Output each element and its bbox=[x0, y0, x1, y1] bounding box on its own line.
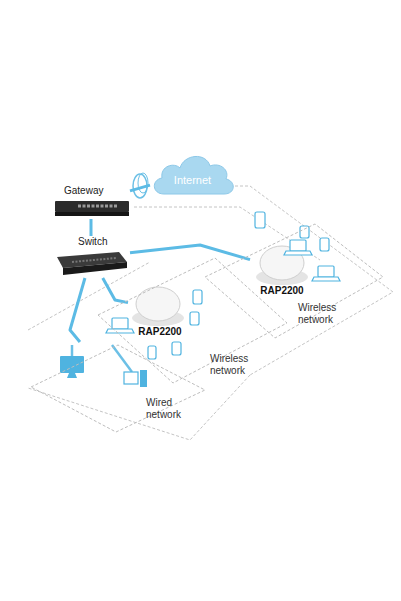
network-cable bbox=[130, 245, 250, 260]
dashed-guide bbox=[220, 186, 393, 375]
dashed-zone bbox=[98, 258, 287, 383]
gateway-ports bbox=[78, 205, 118, 208]
laptop-base bbox=[312, 277, 340, 281]
laptop-base bbox=[284, 251, 312, 255]
dashed-zone bbox=[205, 224, 383, 338]
text-holder: Switch bbox=[78, 236, 128, 248]
node-label: RAP2200 bbox=[128, 326, 192, 338]
wired-zone: Wired network bbox=[28, 342, 208, 434]
network-cable bbox=[90, 219, 93, 236]
dashed-zone bbox=[31, 345, 205, 432]
pc-tower bbox=[140, 370, 147, 387]
tablet-icon bbox=[172, 342, 181, 355]
wire bbox=[71, 345, 74, 356]
zone-outline bbox=[200, 222, 385, 340]
text-holder: Gateway bbox=[64, 185, 124, 197]
laptop-icon bbox=[290, 240, 306, 251]
switch-device: Switch bbox=[52, 236, 130, 278]
monitor-stand bbox=[67, 373, 77, 378]
dashed-guide bbox=[28, 262, 150, 330]
node-label: Wireless network bbox=[298, 302, 354, 326]
wireless-zone: Wireless network RAP2200 bbox=[200, 222, 385, 340]
zone-guides bbox=[28, 186, 393, 440]
client-devices bbox=[106, 212, 340, 359]
access-point: RAP2200 bbox=[250, 240, 314, 298]
node-label: Gateway bbox=[64, 185, 124, 197]
node-label: Switch bbox=[78, 236, 128, 248]
access-point: RAP2200 bbox=[128, 280, 192, 338]
cable-loop bbox=[138, 173, 148, 193]
node-label: Wired network bbox=[146, 397, 196, 421]
phone-icon bbox=[148, 346, 156, 359]
cloud-node: Internet bbox=[150, 148, 235, 198]
node-label: Wireless network bbox=[210, 353, 266, 377]
network-cable bbox=[130, 185, 150, 191]
node-label: RAP2200 bbox=[250, 285, 314, 297]
gateway-device bbox=[55, 201, 129, 212]
switch-ports bbox=[72, 258, 116, 262]
text-holder: Wired network bbox=[146, 397, 196, 421]
laptop-icon bbox=[112, 318, 128, 329]
laptop-base bbox=[106, 329, 134, 333]
zone-outline bbox=[28, 342, 208, 434]
text-holder: RAP2200 bbox=[250, 285, 314, 297]
text-holder: Internet bbox=[150, 174, 235, 187]
phone-icon bbox=[193, 290, 202, 304]
network-cable bbox=[103, 278, 128, 303]
monitor-icon bbox=[60, 356, 84, 373]
pc-monitor bbox=[124, 372, 138, 384]
gateway-device: Gateway bbox=[52, 185, 130, 219]
laptop-icon bbox=[318, 266, 334, 277]
gateway-front bbox=[55, 212, 129, 216]
wire bbox=[112, 345, 132, 372]
network-cable bbox=[70, 278, 85, 342]
cloud-shape bbox=[150, 148, 235, 198]
tablet-icon bbox=[320, 238, 329, 251]
access-point bbox=[136, 287, 180, 321]
tablet-icon bbox=[190, 312, 199, 325]
text-holder: RAP2200 bbox=[128, 326, 192, 338]
dashed-guide bbox=[28, 375, 250, 440]
node-label: Internet bbox=[150, 174, 235, 187]
wireless-zone: Wireless network RAP2200 bbox=[95, 255, 290, 385]
switch-front bbox=[63, 262, 127, 275]
phone-icon bbox=[300, 226, 309, 238]
phone-icon bbox=[255, 212, 265, 228]
text-holder: Wireless network bbox=[210, 353, 266, 377]
zone-outline bbox=[95, 255, 290, 385]
text-holder: Wireless network bbox=[298, 302, 354, 326]
